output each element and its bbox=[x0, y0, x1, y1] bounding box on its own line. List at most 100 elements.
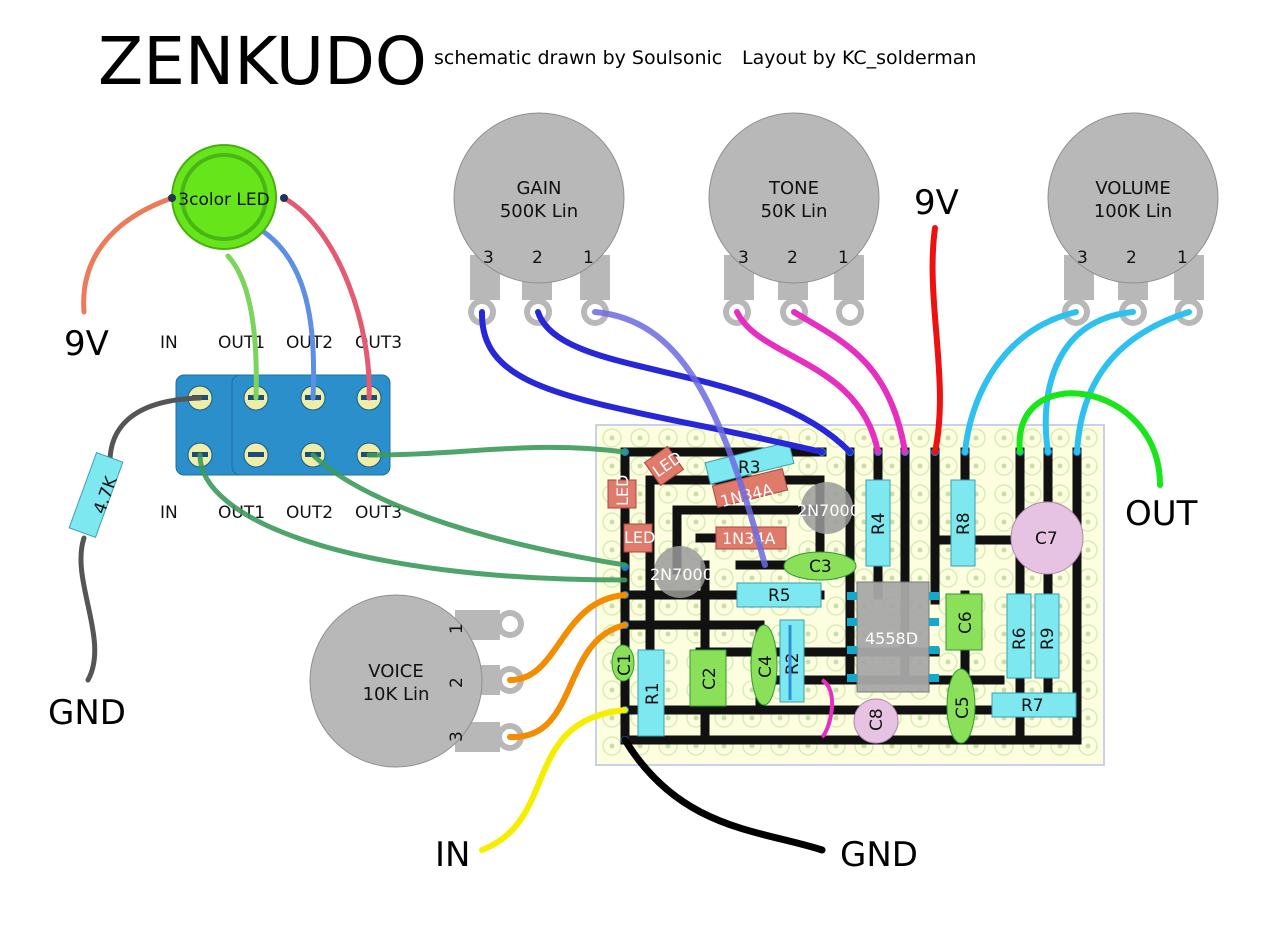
ic-label: 4558D bbox=[865, 629, 918, 648]
switch-bottom-out3: OUT3 bbox=[355, 503, 402, 523]
board-hole bbox=[798, 456, 818, 476]
ground-bottom-label: GND bbox=[840, 835, 918, 875]
board-hole bbox=[602, 736, 622, 756]
board-hole-center bbox=[805, 715, 811, 721]
r3-label: R3 bbox=[738, 458, 761, 478]
board-hole bbox=[1022, 428, 1042, 448]
schematic-credit: schematic drawn by Soulsonic bbox=[434, 47, 722, 69]
board-hole-center bbox=[1085, 603, 1091, 609]
board-hole-center bbox=[609, 435, 615, 441]
pot-gain[interactable]: GAIN 500K Lin 3 2 1 bbox=[453, 112, 625, 326]
capacitor-c2: C2 bbox=[689, 649, 727, 707]
board-hole-center bbox=[1029, 575, 1035, 581]
board-hole-center bbox=[637, 519, 643, 525]
board-hole-center bbox=[917, 463, 923, 469]
led-9v-label: 9V bbox=[64, 324, 109, 364]
board-hole-center bbox=[1029, 435, 1035, 441]
tricolor-led: 3color LED bbox=[168, 144, 288, 250]
wire-board-9v bbox=[929, 225, 943, 455]
wire-gain-3 bbox=[478, 309, 825, 455]
wire-tone-2 bbox=[791, 309, 908, 455]
board-hole-center bbox=[1057, 491, 1063, 497]
board-hole-center bbox=[1029, 463, 1035, 469]
board-hole-center bbox=[1085, 519, 1091, 525]
board-hole bbox=[714, 568, 734, 588]
pot-volume[interactable]: VOLUME 100K Lin 3 2 1 bbox=[1047, 112, 1219, 326]
wire-resistor-to-switch bbox=[107, 395, 203, 465]
board-hole-center bbox=[917, 743, 923, 749]
board-hole-center bbox=[833, 687, 839, 693]
wire-led-out2 bbox=[255, 225, 317, 401]
resistor-r3: R3 bbox=[704, 441, 795, 485]
board-hole bbox=[1078, 736, 1098, 756]
board-hole-center bbox=[665, 631, 671, 637]
wire-gain-2 bbox=[535, 309, 853, 455]
board-hole-center bbox=[693, 743, 699, 749]
capacitor-c5: C5 bbox=[946, 668, 976, 744]
board-hole-center bbox=[693, 491, 699, 497]
board-hole-center bbox=[833, 715, 839, 721]
board-hole-center bbox=[1001, 603, 1007, 609]
wire-led-out1 bbox=[225, 253, 259, 401]
voice-value: 10K Lin bbox=[363, 684, 430, 705]
board-hole-center bbox=[1085, 715, 1091, 721]
c1-label: C1 bbox=[615, 653, 635, 676]
capacitor-c4: C4 bbox=[750, 624, 778, 706]
board-hole-center bbox=[1085, 491, 1091, 497]
board-hole-center bbox=[721, 519, 727, 525]
board-hole-center bbox=[637, 631, 643, 637]
pot-voice[interactable]: VOICE 10K Lin 1 2 3 bbox=[309, 594, 524, 768]
board-hole-center bbox=[1001, 743, 1007, 749]
board-hole-center bbox=[637, 463, 643, 469]
tone-pin-2: 2 bbox=[787, 248, 798, 268]
resistor-r8: R8 bbox=[950, 479, 976, 567]
jumper-c8 bbox=[820, 678, 835, 739]
led1-label: LED bbox=[613, 475, 632, 506]
board-hole-center bbox=[749, 715, 755, 721]
gain-name: GAIN bbox=[516, 178, 561, 199]
board-hole-center bbox=[861, 743, 867, 749]
board-hole-center bbox=[749, 575, 755, 581]
board-hole-center bbox=[805, 659, 811, 665]
board-hole-center bbox=[833, 743, 839, 749]
led-resistor: 4.7K bbox=[68, 451, 124, 539]
c7-label: C7 bbox=[1035, 529, 1058, 549]
board-hole-center bbox=[973, 659, 979, 665]
board-hole-center bbox=[1001, 435, 1007, 441]
switch-top-out2: OUT2 bbox=[286, 333, 333, 353]
wire-voice-2 bbox=[507, 592, 628, 683]
board-hole-center bbox=[917, 435, 923, 441]
board-hole-center bbox=[1001, 491, 1007, 497]
transistor-q2: 2N7000 bbox=[797, 482, 860, 534]
pot-tone[interactable]: TONE 50K Lin 3 2 1 bbox=[708, 112, 880, 326]
volume-name: VOLUME bbox=[1095, 178, 1170, 199]
board-hole-center bbox=[665, 491, 671, 497]
board-hole-center bbox=[665, 603, 671, 609]
board-hole-center bbox=[861, 575, 867, 581]
board-hole-center bbox=[973, 463, 979, 469]
board-hole-center bbox=[693, 631, 699, 637]
r1-label: R1 bbox=[643, 682, 663, 705]
board-hole-center bbox=[945, 491, 951, 497]
board-hole-center bbox=[917, 519, 923, 525]
tone-pin-3: 3 bbox=[738, 248, 749, 268]
board-hole-center bbox=[665, 435, 671, 441]
board-hole-center bbox=[833, 603, 839, 609]
volume-pin-2: 2 bbox=[1126, 248, 1137, 268]
wire-gain-1 bbox=[592, 309, 768, 568]
resistor-r1: R1 bbox=[637, 649, 665, 737]
board-hole-center bbox=[665, 659, 671, 665]
c4-label: C4 bbox=[756, 655, 776, 678]
board-hole-center bbox=[917, 491, 923, 497]
board-hole-center bbox=[889, 743, 895, 749]
capacitor-c7: C7 bbox=[1010, 501, 1084, 575]
gain-value: 500K Lin bbox=[500, 201, 578, 222]
board-hole-center bbox=[777, 575, 783, 581]
board-hole-center bbox=[609, 715, 615, 721]
board-hole-center bbox=[805, 547, 811, 553]
board-hole-center bbox=[917, 715, 923, 721]
board-hole-center bbox=[861, 547, 867, 553]
ground-left-label: GND bbox=[48, 693, 126, 733]
board-hole bbox=[994, 568, 1014, 588]
